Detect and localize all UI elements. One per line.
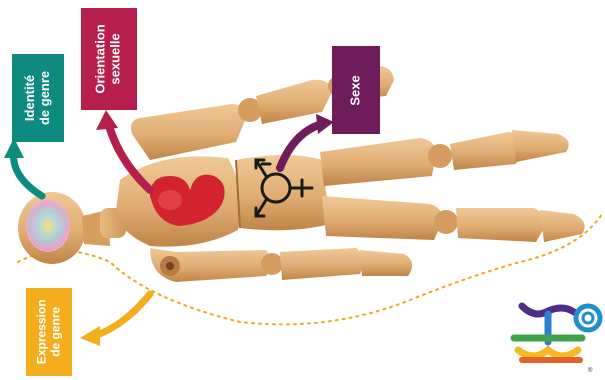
transgender-logo-icon	[514, 306, 600, 360]
label-sexe: Sexe	[332, 46, 380, 134]
label-identite-de-genre: Identité de genre	[12, 54, 64, 142]
label-expression-line-1: Expression	[35, 300, 49, 365]
label-identite-line-2: de genre	[38, 71, 53, 125]
label-expression-line-2: de genre	[49, 300, 63, 365]
upper-leg	[320, 130, 569, 186]
label-orientation-line-2: sexuelle	[109, 24, 124, 93]
registered-mark: ®	[588, 368, 592, 374]
arrow-expression	[94, 294, 150, 336]
lower-arm	[150, 248, 412, 282]
label-sexe-line-1: Sexe	[349, 75, 364, 105]
label-expression-de-genre: Expression de genre	[26, 288, 72, 376]
label-identite-line-1: Identité	[23, 71, 38, 125]
label-orientation-sexuelle: Orientation sexuelle	[81, 8, 137, 110]
lower-leg	[322, 196, 585, 242]
